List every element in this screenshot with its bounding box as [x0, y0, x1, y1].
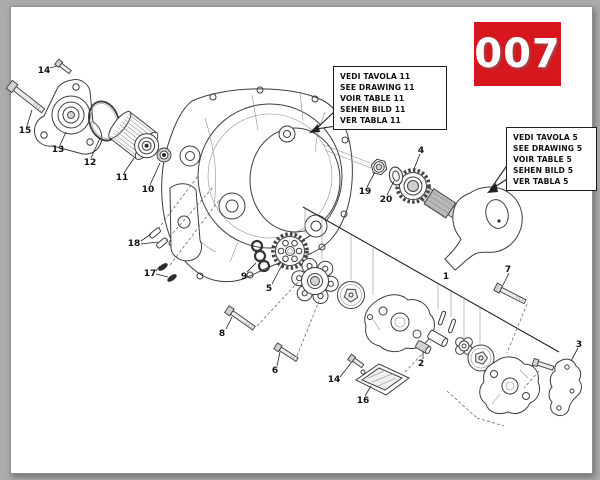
callout-line-en: SEE DRAWING 11 [340, 83, 415, 92]
callout-line-en: SEE DRAWING 5 [513, 144, 583, 153]
part-label-16: 16 [357, 396, 370, 406]
part-label-18: 18 [128, 239, 141, 249]
part-label-1: 1 [443, 272, 449, 282]
cover-screw-7 [493, 282, 527, 305]
oil-strainer-frame [355, 363, 410, 396]
part-label-3: 3 [576, 340, 582, 350]
inner-rotor [455, 337, 473, 355]
callout-see-drawing-11: VEDI TAVOLA 11 SEE DRAWING 11 VOIR TABLE… [333, 66, 447, 130]
callout-line-de: SEHEN BILD 11 [340, 105, 406, 114]
part-label-11: 11 [116, 173, 129, 183]
part-label-13: 13 [52, 145, 65, 155]
callout-line-fr: VOIR TABLE 11 [340, 94, 405, 103]
part-label-15: 15 [19, 126, 32, 136]
oil-filter-cover [34, 79, 103, 155]
part-label-7: 7 [505, 265, 511, 275]
seal-rings [158, 263, 177, 282]
crank-washer [388, 166, 404, 186]
callout-line-fr: VOIR TABLE 5 [513, 155, 572, 164]
callout-see-drawing-5: VEDI TAVOLA 5 SEE DRAWING 5 VOIR TABLE 5… [506, 127, 597, 191]
pump-bolt-6 [273, 342, 299, 363]
part-label-20: 20 [380, 195, 393, 205]
assembly-axis-line [302, 206, 560, 353]
page-number-badge: 007 [474, 22, 561, 86]
callout-line-it: VEDI TAVOLA 11 [340, 72, 411, 81]
oil-pump-body [364, 294, 435, 353]
part-label-5: 5 [266, 284, 272, 294]
pump-cover-assembly [479, 356, 541, 415]
filter-fitting [156, 147, 172, 163]
pump-gasket [548, 358, 582, 417]
part-label-14-top: 14 [38, 66, 51, 76]
cover-flange-bolt-14 [54, 58, 72, 75]
part-label-9: 9 [241, 272, 247, 282]
callout-line-it: VEDI TAVOLA 5 [513, 133, 578, 142]
pump-bolt-8 [223, 305, 256, 331]
pump-rotor-front [337, 281, 365, 309]
bushing-2 [415, 340, 432, 355]
part-label-17: 17 [144, 269, 157, 279]
strainer-bolt-14 [347, 353, 365, 369]
ring-set [250, 239, 271, 273]
part-label-10: 10 [142, 185, 155, 195]
dowel-pins [149, 227, 168, 249]
pump-rotor-rear [467, 344, 495, 372]
part-label-2: 2 [418, 359, 424, 369]
part-label-6: 6 [272, 366, 278, 376]
page-number: 007 [474, 31, 561, 77]
pump-pins [427, 310, 457, 348]
pump-sprocket [271, 232, 309, 270]
part-label-19: 19 [359, 187, 372, 197]
oil-filter-cartridge [108, 110, 160, 160]
crank-drive-gear [395, 168, 431, 204]
part-label-4: 4 [418, 146, 424, 156]
callout-line-de: SEHEN BILD 5 [513, 166, 574, 175]
alignment-dashes [157, 175, 540, 427]
part-label-14-bottom: 14 [328, 375, 341, 385]
crank-counterweight [444, 186, 523, 271]
crankcase-drawing [161, 86, 353, 283]
part-labels: 14 15 13 12 11 10 18 17 9 5 8 6 14 16 2 … [19, 66, 582, 406]
long-cover-bolt-15 [5, 79, 46, 114]
crank-nut [370, 158, 388, 176]
small-bolt [531, 357, 555, 371]
crankshaft-group [321, 143, 523, 271]
leader-lines [26, 65, 579, 397]
callout-line-es: VER TABLA 11 [340, 116, 401, 125]
part-label-8: 8 [219, 329, 225, 339]
part-label-12: 12 [84, 158, 97, 168]
pump-mount-plate [291, 258, 339, 304]
callout-line-es: VER TABLA 5 [513, 177, 569, 186]
